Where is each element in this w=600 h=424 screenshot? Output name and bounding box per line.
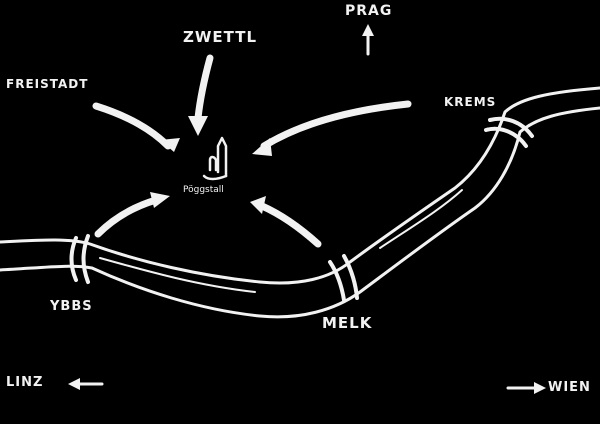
river-bank-lower bbox=[0, 106, 600, 319]
label-zwettl: ZWETTL bbox=[183, 28, 258, 46]
arrow-from-krems bbox=[252, 100, 412, 156]
label-linz: LINZ bbox=[6, 375, 44, 390]
label-melk: MELK bbox=[322, 314, 373, 332]
arrow-to-prag bbox=[362, 24, 374, 56]
arrow-from-zwettl bbox=[188, 54, 214, 136]
arrow-to-wien bbox=[506, 382, 546, 394]
danube-river bbox=[0, 86, 600, 319]
label-prag: PRAG bbox=[345, 3, 393, 19]
label-ybbs: YBBS bbox=[50, 299, 93, 314]
label-krems: KREMS bbox=[444, 95, 497, 109]
arrow-to-linz bbox=[68, 378, 104, 390]
river-ripple bbox=[99, 257, 256, 293]
bridge-krems bbox=[484, 116, 534, 148]
river-ripple-2 bbox=[379, 189, 463, 249]
bridge-melk bbox=[328, 254, 359, 302]
label-freistadt: FREISTADT bbox=[6, 77, 89, 91]
arrow-from-melk bbox=[250, 196, 322, 248]
castle-icon bbox=[202, 136, 228, 181]
arrow-from-ybbs bbox=[94, 192, 170, 238]
river-bank-upper bbox=[0, 86, 600, 285]
arrow-from-freistadt bbox=[92, 102, 180, 152]
label-wien: WIEN bbox=[548, 380, 591, 395]
label-poggstall: Pöggstall bbox=[183, 185, 224, 195]
bridge-ybbs bbox=[69, 234, 90, 284]
